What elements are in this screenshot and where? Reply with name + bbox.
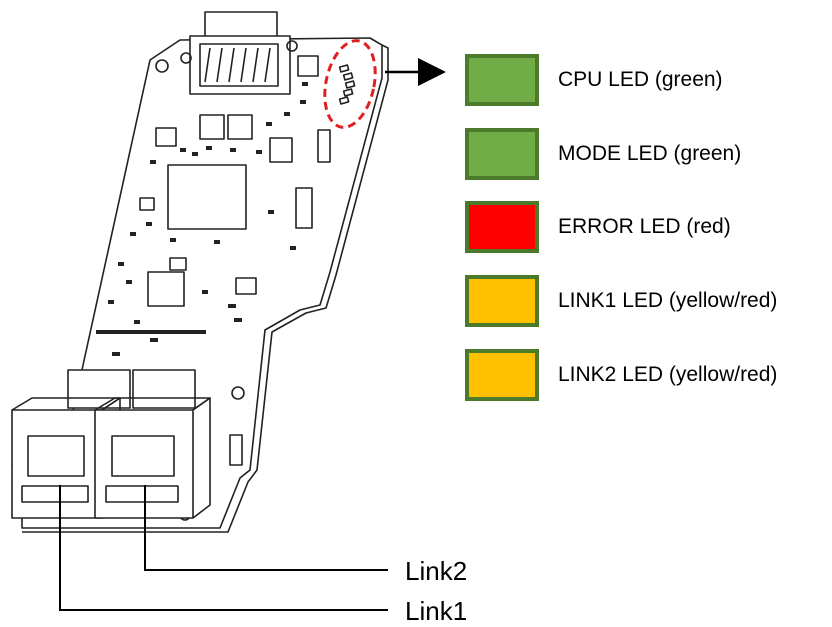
legend-label-mode-led: MODE LED (green)	[558, 142, 742, 165]
legend-label-link1-led: LINK1 LED (yellow/red)	[558, 289, 778, 312]
mounting-hole	[155, 59, 169, 73]
legend-swatch-link1-led	[465, 275, 539, 327]
link2-callout-line	[144, 485, 388, 571]
link1-label: Link1	[405, 596, 468, 626]
mounting-hole	[231, 386, 245, 400]
legend-label-link2-led: LINK2 LED (yellow/red)	[558, 363, 778, 386]
led-highlight-ellipse	[323, 39, 377, 129]
led-pads	[338, 64, 356, 105]
link2-label: Link2	[405, 556, 468, 586]
legend-label-error-led: ERROR LED (red)	[558, 215, 731, 238]
legend-swatch-mode-led	[465, 128, 539, 180]
legend-swatch-error-led	[465, 201, 539, 253]
link1-callout-line	[59, 485, 388, 611]
legend-swatch-cpu-led	[465, 54, 539, 106]
components	[67, 55, 331, 466]
smd-parts	[96, 82, 308, 356]
legend-label-cpu-led: CPU LED (green)	[558, 68, 723, 91]
top-connector	[180, 11, 298, 95]
legend-swatch-link2-led	[465, 349, 539, 401]
board-edge	[22, 44, 389, 533]
rj45-jack-link2	[94, 397, 211, 519]
legend-arrow	[385, 58, 446, 86]
rj45-jack-link1	[11, 397, 121, 519]
